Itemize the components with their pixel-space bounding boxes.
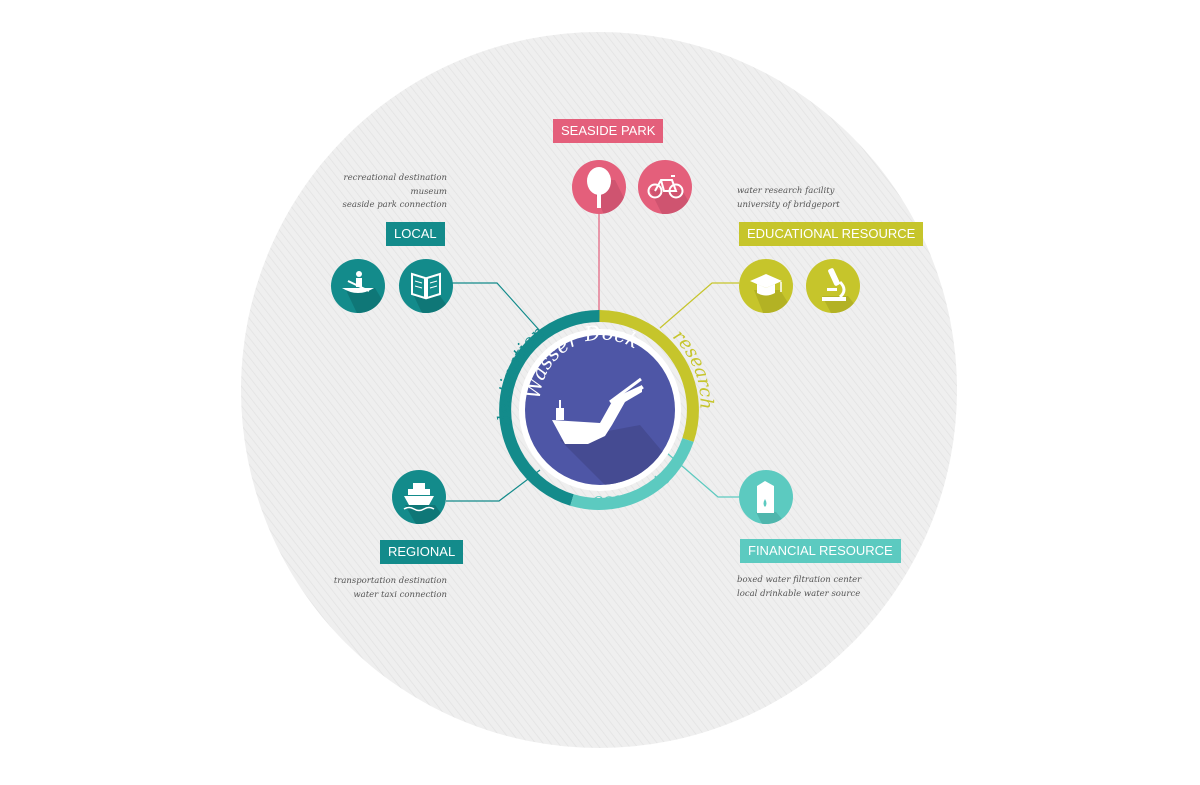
center-disc [560, 425, 675, 485]
note-line: water research facility [737, 186, 835, 196]
regional-notes: transportation destination water taxi co… [334, 575, 447, 602]
bicycle-icon [638, 160, 692, 214]
note-line: museum [410, 186, 447, 197]
note-line: transportation destination [333, 576, 447, 586]
aircraft-carrier-icon [552, 377, 644, 444]
seaside-park-label: SEASIDE PARK [553, 119, 664, 143]
microscope-icon [806, 259, 860, 313]
educational-notes: water research facility university of br… [737, 185, 840, 212]
note-line: university of bridgeport [737, 199, 840, 210]
note-line: boxed water filtration center [737, 575, 862, 585]
regional-label: REGIONAL [380, 540, 464, 564]
note-line: recreational destination [343, 173, 447, 183]
educational-resource-label: EDUCATIONAL RESOURCE [739, 222, 924, 246]
book-icon [399, 259, 453, 313]
note-line: water taxi connection [353, 589, 447, 600]
note-line: local drinkable water source [737, 588, 861, 599]
local-label: LOCAL [386, 222, 445, 246]
note-line: seaside park connection [342, 200, 447, 210]
local-notes: recreational destination museum seaside … [343, 172, 447, 213]
financial-notes: boxed water filtration center local drin… [737, 574, 861, 601]
financial-resource-label: FINANCIAL RESOURCE [740, 539, 901, 563]
tree-icon [572, 160, 626, 214]
water-carton-icon [739, 470, 793, 524]
connector-lines [446, 213, 740, 502]
